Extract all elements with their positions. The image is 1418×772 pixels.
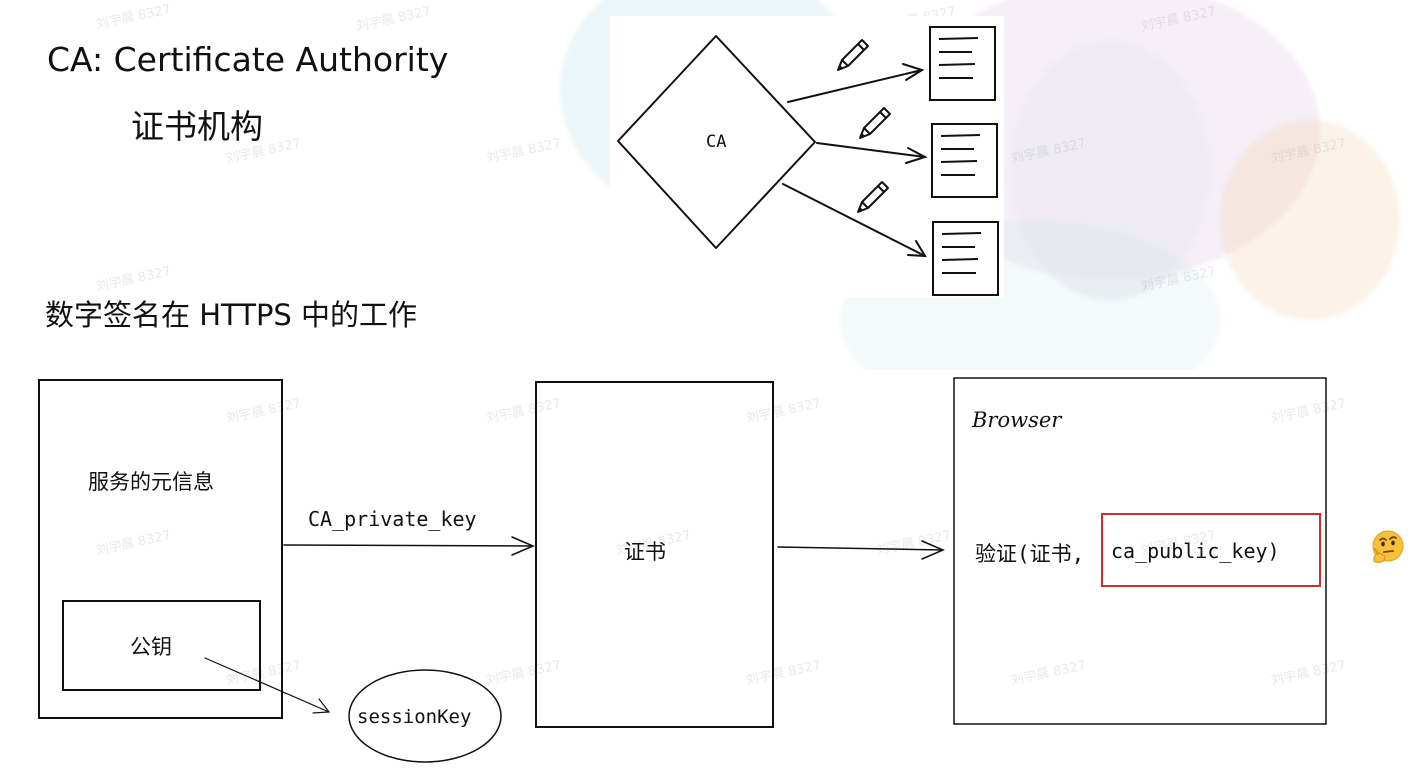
sign-arrow	[283, 536, 535, 556]
server-box	[38, 379, 283, 719]
private-key-label: CA_private_key	[308, 507, 477, 531]
public-key-box	[62, 600, 261, 691]
document-icon	[932, 221, 999, 296]
public-key-label: 公钥	[130, 635, 172, 659]
verify-prefix-label: 验证(证书,	[975, 542, 1085, 566]
server-meta-label: 服务的元信息	[88, 470, 214, 494]
certificate-label: 证书	[624, 540, 666, 564]
ca-arrow-2	[816, 142, 928, 164]
browser-box	[953, 377, 1327, 725]
document-icon	[931, 123, 998, 198]
ca-arrow-3	[782, 183, 927, 258]
ca-node-label: CA	[706, 132, 727, 152]
thinking-face-icon	[1372, 530, 1404, 564]
session-key-ellipse	[348, 669, 502, 763]
highlight-box	[1101, 513, 1321, 587]
section-title: 数字签名在 HTTPS 中的工作	[45, 298, 418, 332]
page-subtitle: 证书机构	[131, 107, 263, 146]
session-arrow	[204, 657, 331, 714]
deliver-arrow	[777, 540, 945, 560]
pencil-icon	[837, 39, 869, 71]
document-icon	[929, 26, 996, 101]
browser-label: Browser	[972, 408, 1062, 432]
pencil-icon	[859, 107, 891, 139]
page-title: CA: Certificate Authority	[47, 40, 449, 79]
ca-arrow-1	[787, 63, 925, 103]
ca-diamond	[617, 35, 816, 249]
ca-public-key-label: ca_public_key)	[1111, 539, 1280, 563]
pencil-icon	[857, 181, 889, 213]
session-key-label: sessionKey	[357, 706, 472, 728]
certificate-box	[535, 381, 774, 728]
